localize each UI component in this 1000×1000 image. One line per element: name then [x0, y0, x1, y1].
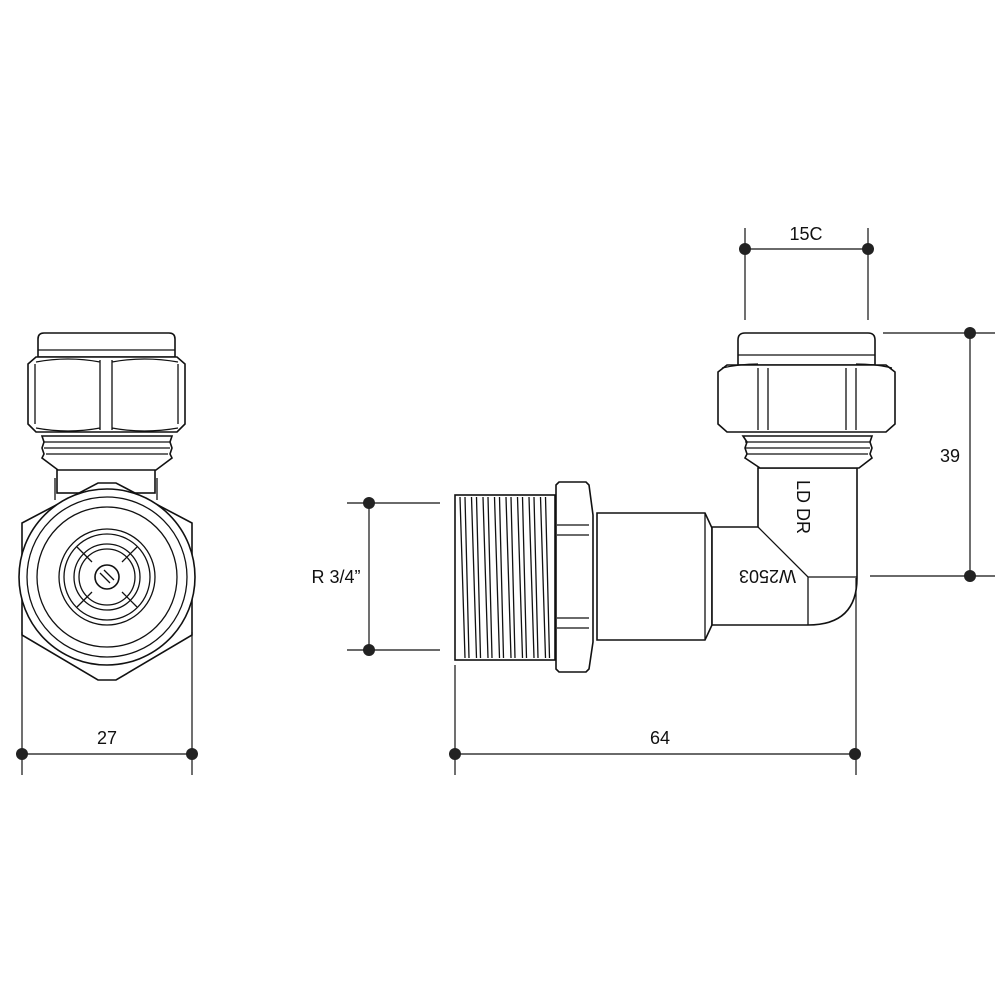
dim-label-thread: R 3/4”: [311, 567, 360, 587]
marking-w2503: W2503: [739, 566, 796, 586]
marking-ld-dr: LD DR: [793, 480, 813, 534]
dim-label-27: 27: [97, 728, 117, 748]
side-view: LD DR W2503: [454, 332, 896, 673]
dimension-15c: 15C: [739, 224, 874, 320]
dimension-27: 27: [16, 632, 198, 775]
dimension-39: 39: [870, 327, 995, 582]
dimension-thread: R 3/4”: [311, 497, 440, 656]
dim-label-64: 64: [650, 728, 670, 748]
dim-label-15c: 15C: [789, 224, 822, 244]
dimension-64: 64: [449, 578, 861, 775]
front-view: [18, 332, 196, 681]
dim-label-39: 39: [940, 446, 960, 466]
